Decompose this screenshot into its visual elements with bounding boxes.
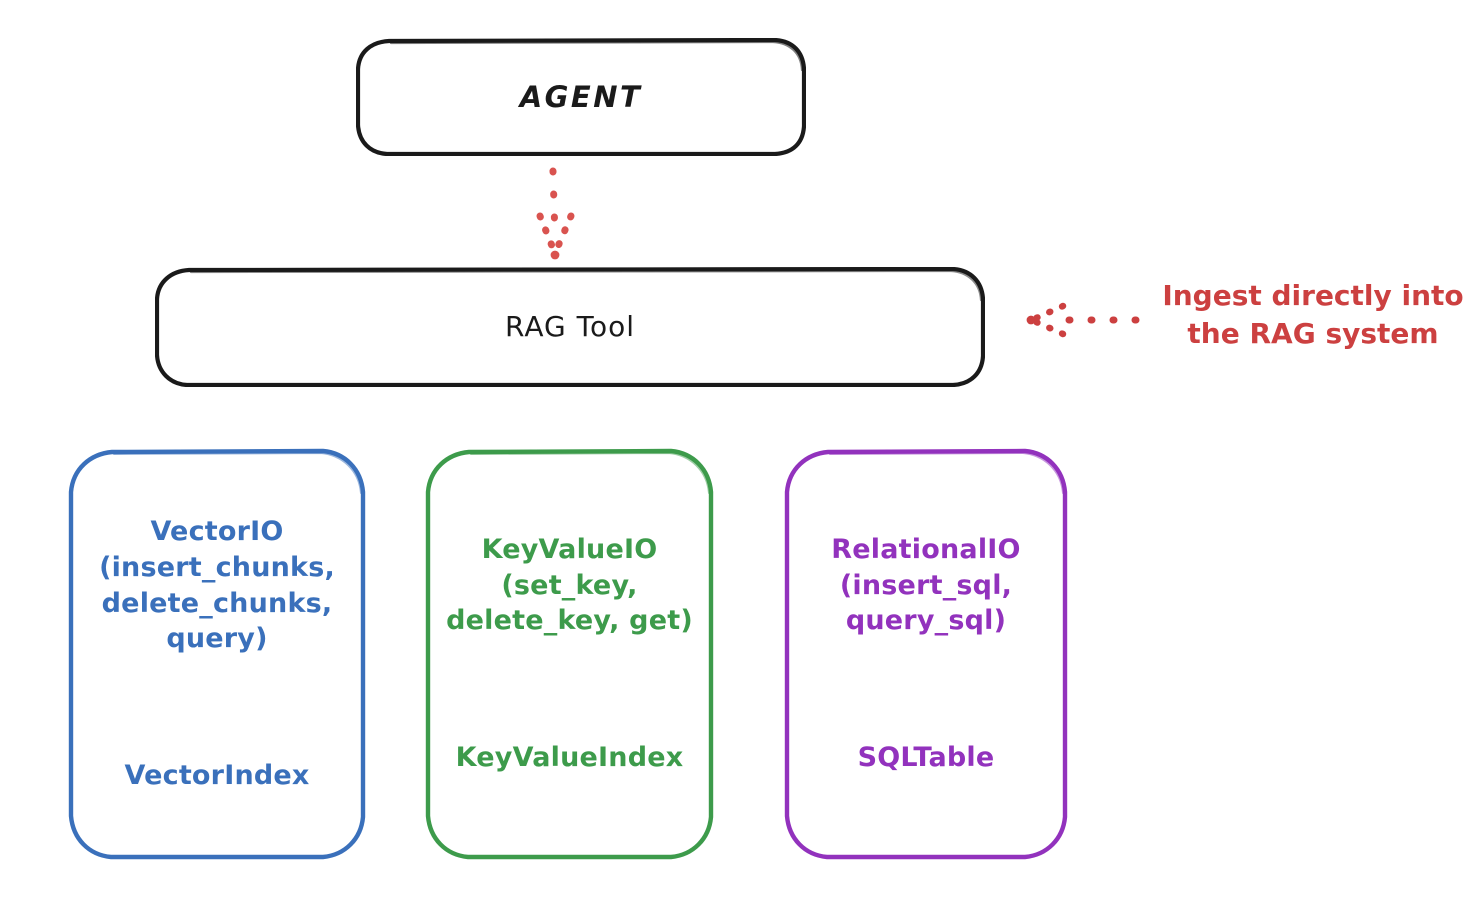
node-vector-io-methods: VectorIO (insert_chunks, delete_chunks, … [99, 516, 335, 655]
node-relational-io[interactable]: RelationalIO (insert_sql, query_sql) SQL… [784, 448, 1068, 860]
spacer [99, 692, 335, 722]
node-key-value-io-methods: KeyValueIO (set_key, delete_key, get) [446, 534, 693, 637]
node-agent-label: AGENT [519, 79, 643, 114]
node-vector-io-text: VectorIO (insert_chunks, delete_chunks, … [99, 479, 335, 830]
node-key-value-io[interactable]: KeyValueIO (set_key, delete_key, get) Ke… [425, 448, 714, 860]
spacer [831, 675, 1020, 705]
node-agent[interactable]: AGENT [356, 38, 806, 156]
node-rag-tool[interactable]: RAG Tool [155, 267, 985, 387]
connector-ingest-to-rag-tool [1026, 302, 1140, 338]
node-relational-io-index: SQLTable [857, 742, 995, 774]
node-key-value-io-text: KeyValueIO (set_key, delete_key, get) Ke… [446, 497, 693, 812]
connector-agent-to-rag-tool [536, 167, 575, 260]
annotation-ingest: Ingest directly into the RAG system [1162, 279, 1464, 351]
spacer [446, 675, 693, 705]
node-relational-io-text: RelationalIO (insert_sql, query_sql) SQL… [831, 497, 1020, 812]
node-rag-tool-label: RAG Tool [505, 309, 635, 343]
node-vector-io-index: VectorIndex [124, 760, 310, 792]
node-key-value-io-index: KeyValueIndex [455, 742, 684, 774]
node-relational-io-methods: RelationalIO (insert_sql, query_sql) [831, 534, 1021, 637]
node-vector-io[interactable]: VectorIO (insert_chunks, delete_chunks, … [68, 448, 366, 860]
